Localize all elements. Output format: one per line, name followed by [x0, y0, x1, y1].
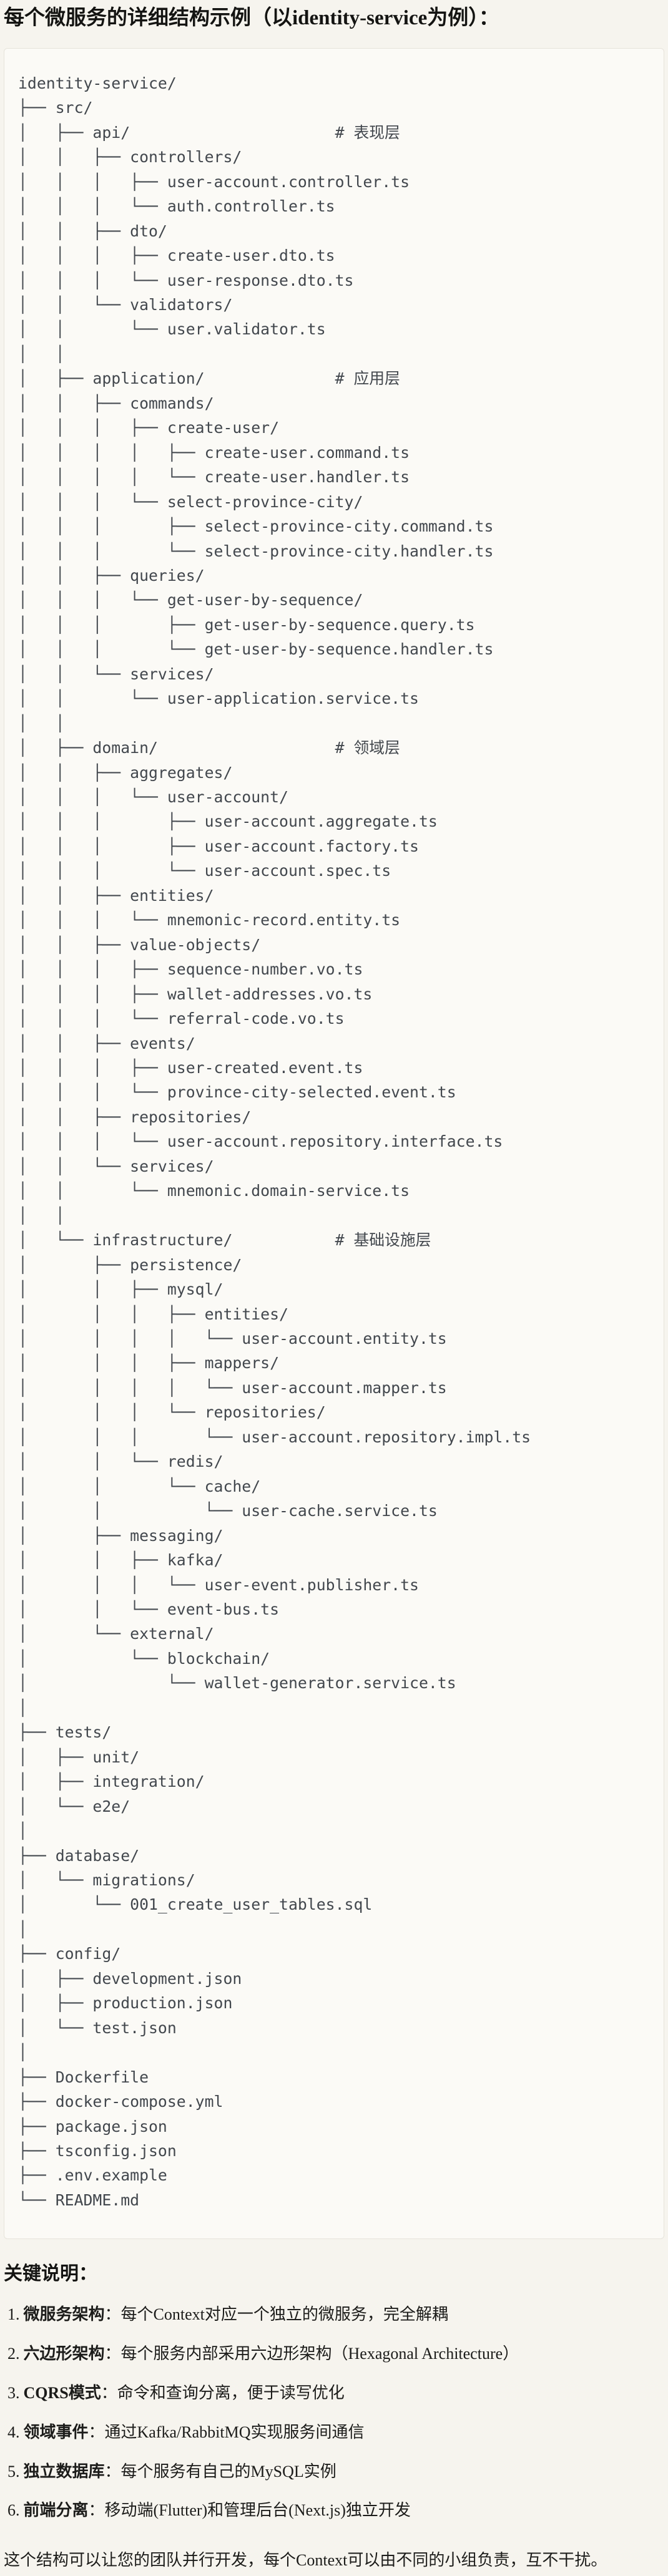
note-separator: ： [104, 2345, 121, 2363]
note-item-microservices: 1.微服务架构：每个Context对应一个独立的微服务，完全解耦 [7, 2304, 664, 2325]
note-item-domain-events: 4.领域事件：通过Kafka/RabbitMQ实现服务间通信 [7, 2422, 664, 2443]
note-description: 每个服务内部采用六边形架构（Hexagonal Architecture） [120, 2345, 519, 2363]
note-separator: ： [88, 2501, 105, 2520]
notes-list: 1.微服务架构：每个Context对应一个独立的微服务，完全解耦 2.六边形架构… [4, 2304, 664, 2521]
closing-paragraph: 这个结构可以让您的团队并行开发，每个Context可以由不同的小组负责，互不干扰… [4, 2551, 607, 2570]
note-separator: ： [104, 2305, 121, 2324]
note-description: 命令和查询分离，便于读写优化 [117, 2383, 345, 2402]
note-term: 六边形架构 [23, 2345, 105, 2363]
note-number: 4. [7, 2423, 20, 2441]
note-item-cqrs: 3.CQRS模式：命令和查询分离，便于读写优化 [7, 2383, 664, 2404]
note-item-hexagonal: 2.六边形架构：每个服务内部采用六边形架构（Hexagonal Architec… [7, 2343, 664, 2365]
notes-heading: 关键说明： [4, 2263, 97, 2285]
note-term: CQRS模式 [23, 2383, 101, 2402]
note-item-independent-db: 5.独立数据库：每个服务有自己的MySQL实例 [7, 2461, 664, 2482]
note-description: 通过Kafka/RabbitMQ实现服务间通信 [104, 2423, 365, 2441]
note-term: 前端分离 [23, 2501, 89, 2520]
note-number: 5. [7, 2462, 20, 2481]
note-number: 6. [7, 2501, 20, 2520]
file-tree-code-block: identity-service/ ├── src/ │ ├── api/ # … [4, 47, 664, 2240]
note-number: 1. [7, 2305, 20, 2324]
note-separator: ： [88, 2423, 105, 2441]
page-title: 每个微服务的详细结构示例（以identity-service为例）： [4, 7, 499, 29]
note-description: 每个Context对应一个独立的微服务，完全解耦 [120, 2305, 448, 2324]
note-item-frontend-split: 6.前端分离：移动端(Flutter)和管理后台(Next.js)独立开发 [7, 2500, 664, 2521]
note-number: 2. [7, 2345, 20, 2363]
note-description: 移动端(Flutter)和管理后台(Next.js)独立开发 [104, 2501, 411, 2520]
note-description: 每个服务有自己的MySQL实例 [120, 2462, 336, 2481]
note-term: 领域事件 [23, 2423, 89, 2441]
note-number: 3. [7, 2383, 20, 2402]
note-separator: ： [101, 2383, 117, 2402]
note-separator: ： [104, 2462, 121, 2481]
note-term: 独立数据库 [23, 2462, 105, 2481]
note-term: 微服务架构 [23, 2305, 105, 2324]
file-tree: identity-service/ ├── src/ │ ├── api/ # … [18, 74, 531, 2209]
